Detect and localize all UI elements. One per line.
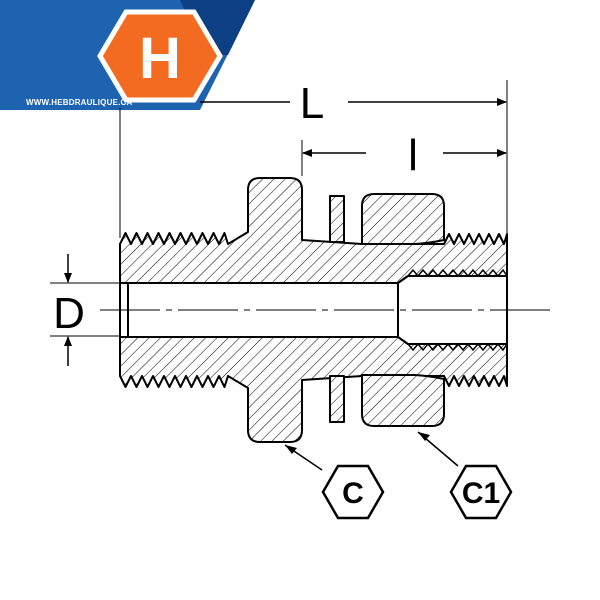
hexagon-c1-icon [449,464,513,520]
lower-washer [329,375,345,423]
hexagon-logo-icon [97,9,223,103]
dimension-d: D [50,254,120,366]
internal-thread-line [407,342,508,352]
upper-washer [329,195,345,243]
lower-nut [361,374,445,427]
upper-nut [361,193,445,245]
callout-c-label: C [342,477,364,510]
website-text: WWW.HEBDRAULIQUE.CA [26,98,132,107]
callout-c1-label: C1 [462,477,500,510]
dimension-thread-length: l [302,131,507,180]
callout-c1: C1 [417,431,513,520]
upper-body-section [119,177,508,284]
dimension-l-label: L [300,79,324,128]
dimension-thread-length-label: l [408,131,418,180]
lower-body-section [119,336,508,443]
nut-thread [407,268,508,352]
hexagon-c-icon [321,464,385,520]
dimension-d-label: D [53,289,85,338]
internal-thread-line [407,268,508,278]
callout-c: C [284,444,385,520]
extension-lines [119,80,508,238]
brand-banner: H WWW.HEBDRAULIQUE.CA [0,0,255,110]
dimension-l: L [200,79,507,128]
fitting-body [119,177,508,443]
logo-letter: H [139,26,181,91]
